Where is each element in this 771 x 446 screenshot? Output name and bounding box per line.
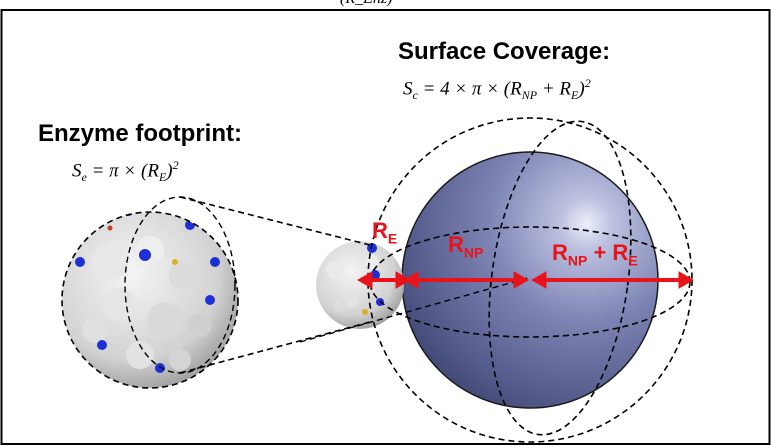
- surface-coverage-formula: Sc = 4 × π × (RNP + RE)2: [403, 76, 591, 103]
- coverage-meridian-vertical: [488, 120, 632, 436]
- label-re: RE: [372, 218, 398, 247]
- label-rnp: RNP: [448, 232, 484, 261]
- projection-line-bottom: [179, 321, 371, 374]
- enzyme-small: [316, 241, 404, 329]
- arrow-rnp: [402, 271, 530, 289]
- label-rnp-plus-re: RNP + RE: [552, 240, 638, 269]
- arrow-rnp-plus-re: [530, 271, 695, 289]
- enzyme-large: [62, 212, 238, 388]
- projection-line-top: [179, 196, 371, 246]
- enzyme-footprint-outline: [61, 211, 239, 389]
- surface-coverage-heading: Surface Coverage:: [398, 38, 611, 65]
- figure-border: [0, 9, 771, 445]
- enzyme-footprint-heading: Enzyme footprint:: [38, 120, 242, 147]
- enzyme-footprint-formula: Se = π × (RE)2: [72, 158, 179, 185]
- top-clipped-formula: (R_Enz): [340, 0, 392, 8]
